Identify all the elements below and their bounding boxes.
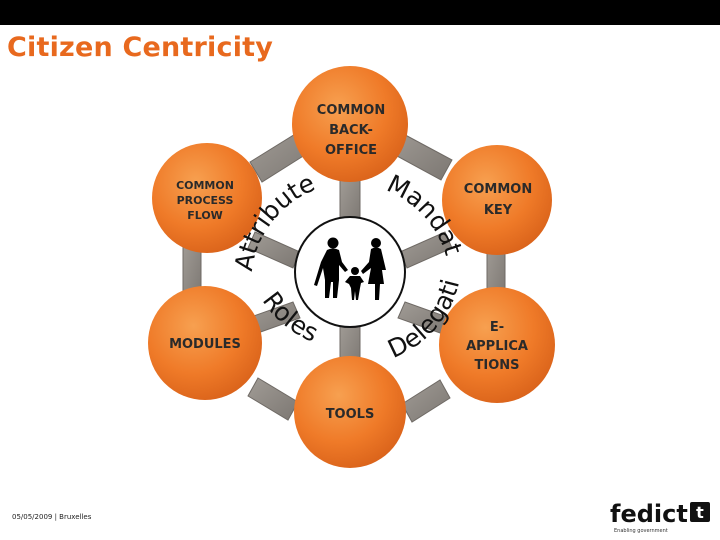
top-bar bbox=[0, 0, 720, 25]
node-lower-left-label-1: MODULES bbox=[169, 337, 241, 352]
footer-date: 05/05/2009 | Bruxelles bbox=[12, 513, 92, 521]
connector-lowerleft-bottom bbox=[247, 377, 299, 421]
fedict-logo: fedict t Enabling government bbox=[610, 500, 710, 534]
node-upper-right-label-1: COMMON bbox=[464, 182, 532, 197]
slide-title: Citizen Centricity bbox=[7, 32, 274, 63]
node-top: COMMON BACK- OFFICE bbox=[292, 66, 408, 182]
fedict-logo-mark bbox=[690, 502, 710, 522]
node-lower-right-label-1: E- bbox=[490, 320, 504, 335]
node-top-label-1: COMMON bbox=[317, 103, 385, 118]
node-lower-right-label-3: TIONS bbox=[475, 358, 520, 373]
node-upper-right-label-2: KEY bbox=[484, 203, 513, 218]
node-top-label-2: BACK- bbox=[329, 123, 373, 138]
spoke-upperleft bbox=[247, 231, 301, 269]
fedict-logo-wordmark: fedict bbox=[610, 500, 688, 528]
connector-lowerright-bottom bbox=[401, 379, 451, 423]
node-top-label-3: OFFICE bbox=[325, 143, 377, 158]
node-upper-left-label-2: PROCESS bbox=[177, 194, 234, 207]
node-lower-right-label-2: APPLICA bbox=[466, 339, 528, 354]
family-icon bbox=[294, 216, 406, 328]
node-lower-left: MODULES bbox=[148, 286, 262, 400]
node-upper-left-label-1: COMMON bbox=[176, 179, 234, 192]
node-upper-left-label-3: FLOW bbox=[187, 209, 223, 222]
node-lower-right: E- APPLICA TIONS bbox=[439, 287, 555, 403]
svg-text:t: t bbox=[696, 503, 704, 522]
fedict-logo-tagline: Enabling government bbox=[614, 528, 668, 534]
node-bottom-label-1: TOOLS bbox=[326, 407, 375, 422]
arc-label-attributes: Attributes bbox=[0, 0, 319, 273]
node-upper-right: COMMON KEY bbox=[442, 145, 552, 255]
node-upper-left: COMMON PROCESS FLOW bbox=[152, 143, 262, 253]
node-bottom: TOOLS bbox=[294, 356, 406, 468]
